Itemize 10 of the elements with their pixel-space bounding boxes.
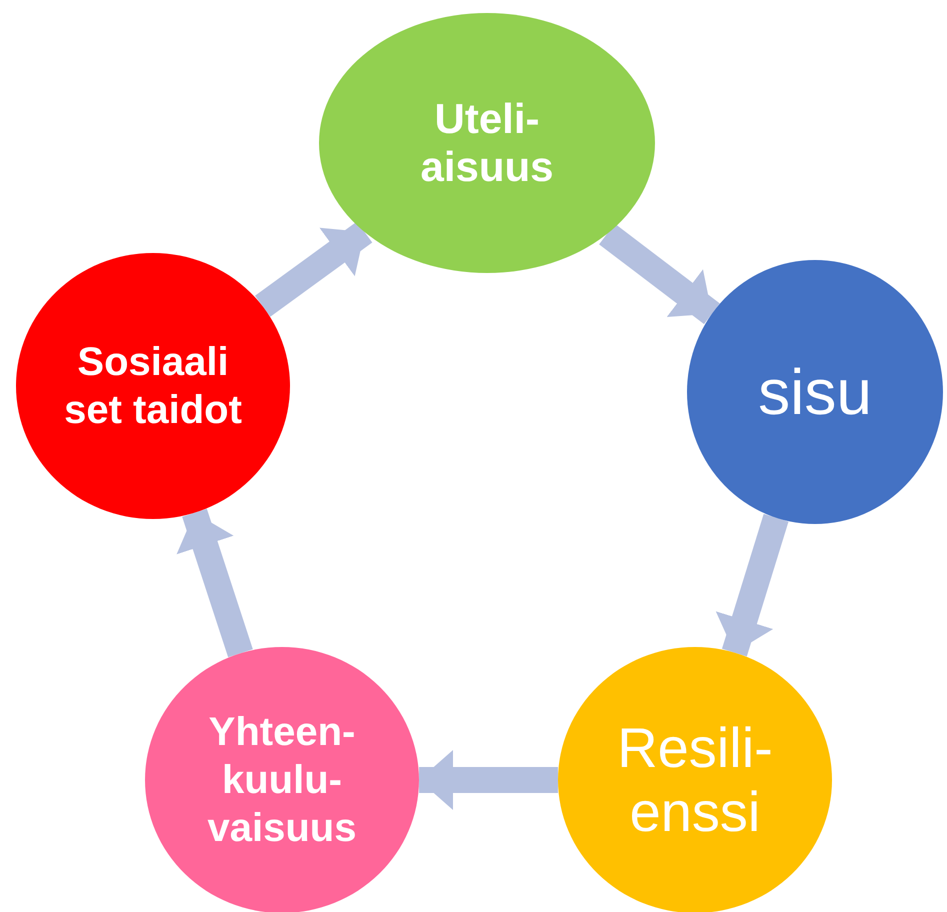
- block-arrow: [599, 224, 720, 324]
- block-arrow: [176, 508, 253, 658]
- block-arrow: [716, 514, 789, 656]
- block-arrow: [419, 750, 558, 810]
- node-label: Yhteen- kuulu- vaisuus: [206, 709, 358, 852]
- node-label: sisu: [757, 356, 873, 428]
- block-arrow: [254, 222, 372, 317]
- node-label: Resili- enssi: [616, 716, 774, 844]
- node-label: Sosiaali set taidot: [63, 339, 243, 434]
- node-label: Uteli- aisuus: [419, 94, 555, 192]
